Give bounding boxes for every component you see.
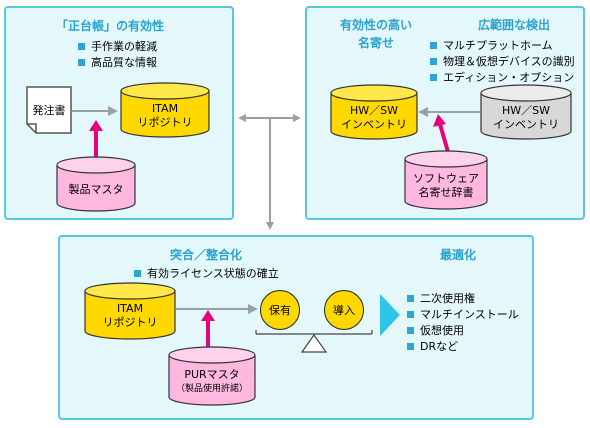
bullet-square-icon bbox=[78, 58, 85, 66]
panel3-title-left: 突合／整合化 bbox=[170, 248, 243, 262]
bullet-square-icon bbox=[430, 41, 437, 49]
hold-circle: 保有 bbox=[260, 290, 300, 330]
product-master-cylinder: 製品マスタ bbox=[56, 156, 136, 212]
optimization-bullet: DRなど bbox=[407, 338, 458, 354]
panel3-title-right: 最適化 bbox=[440, 248, 477, 262]
balance-scale-icon bbox=[255, 330, 373, 353]
panel2-bullet: 物理＆仮想デバイスの識別 bbox=[430, 53, 575, 69]
arrow-doc-to-repo bbox=[72, 106, 118, 116]
arrow-gray-to-yellow-inventory bbox=[418, 107, 480, 117]
optimization-bullet: マルチインストール bbox=[407, 306, 519, 322]
bullet-square-icon bbox=[78, 42, 85, 50]
arrow-dictionary-to-inventory bbox=[433, 114, 450, 153]
optimize-chevron-icon bbox=[380, 294, 400, 336]
panel2-title-left: 有効性の高い名寄せ bbox=[339, 18, 412, 50]
panel2-bullet: マルチプラットホーム bbox=[430, 37, 553, 53]
arrow-repo-to-hold bbox=[176, 304, 258, 314]
optimization-bullet: 仮想使用 bbox=[407, 322, 464, 338]
panel1-bullet: 高品質な情報 bbox=[78, 54, 157, 70]
arrow-master-to-repo bbox=[89, 120, 103, 158]
panel1-title: 「正台帳」の有効性 bbox=[56, 19, 165, 33]
order-form-label: 発注書 bbox=[32, 104, 66, 117]
bullet-square-icon bbox=[407, 310, 414, 318]
bullet-square-icon bbox=[430, 73, 437, 81]
install-circle: 導入 bbox=[324, 290, 364, 330]
bullet-square-icon bbox=[407, 342, 414, 350]
software-dictionary-cylinder: ソフトウェア名寄せ辞書 bbox=[404, 150, 488, 210]
panel1-bullet: 手作業の軽減 bbox=[78, 38, 157, 54]
bullet-square-icon bbox=[134, 269, 141, 277]
panel2-title-right: 広範囲な検出 bbox=[478, 18, 551, 32]
document-icon bbox=[26, 86, 72, 134]
arrow-pur-to-repo bbox=[201, 310, 215, 350]
bullet-square-icon bbox=[407, 294, 414, 302]
panel3-bullet: 有効ライセンス状態の確立 bbox=[134, 265, 279, 281]
bullet-square-icon bbox=[407, 326, 414, 334]
panel2-bullet: エディション・オプション bbox=[430, 69, 574, 85]
pur-master-cylinder: PURマスタ（製品使用許諾） bbox=[168, 346, 256, 406]
bullet-square-icon bbox=[430, 57, 437, 65]
optimization-bullet: 二次使用権 bbox=[407, 290, 475, 306]
